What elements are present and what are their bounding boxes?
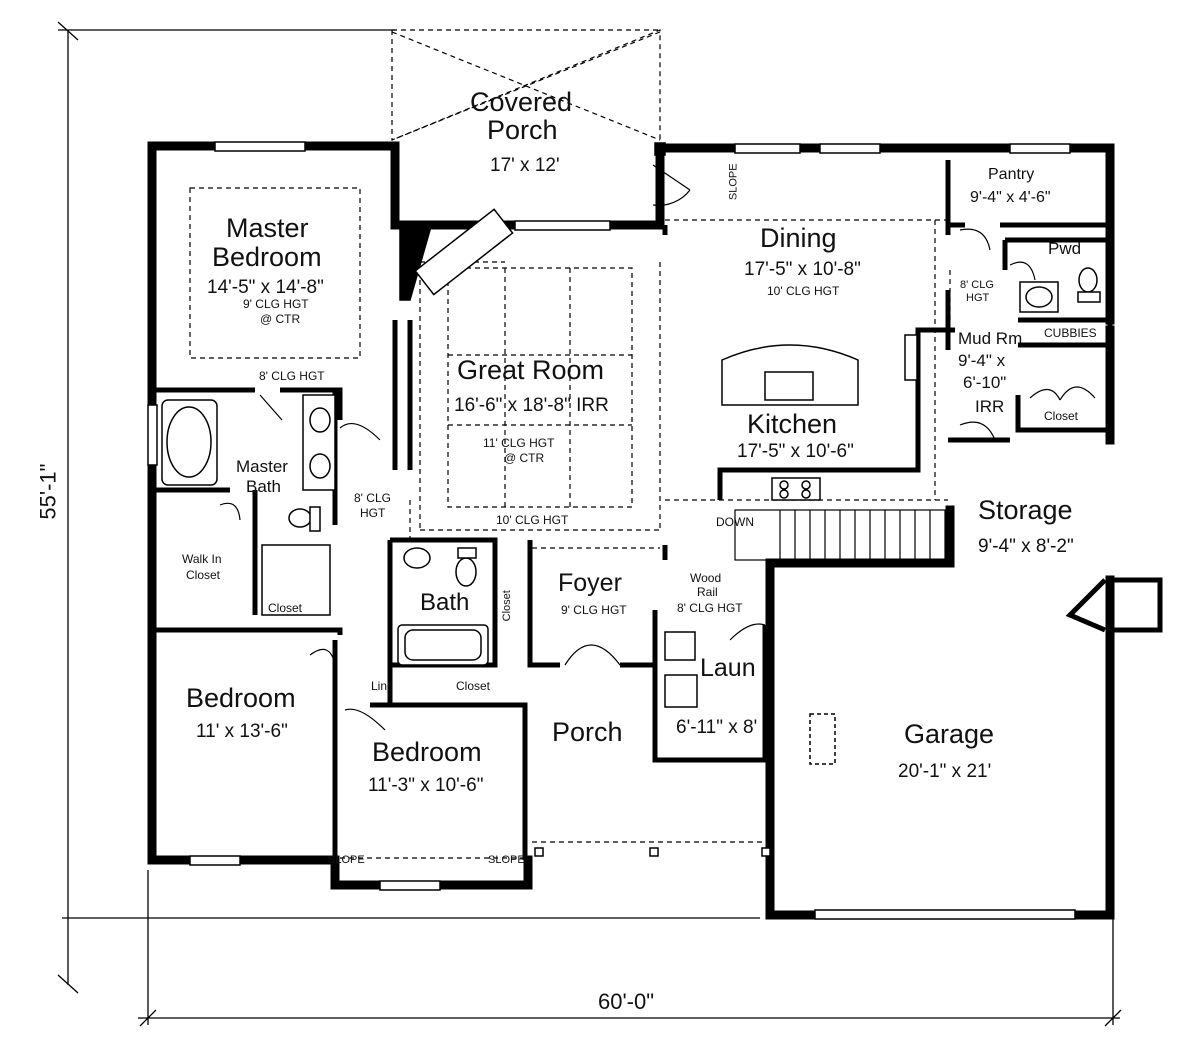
dimension-lines [57,21,1122,1027]
master-bedroom-size: 14'-5" x 14'-8" [207,277,324,298]
covered-porch-size: 17' x 12' [490,155,560,176]
garage-label: Garage [904,719,995,749]
covered-porch-label-1: Covered [470,87,573,117]
dining-slope-label: SLOPE [727,163,740,201]
kitchen-size: 17'-5" x 10'-6" [737,441,854,462]
mud-room-label: Mud Rm [958,329,1023,348]
porch-label: Porch [552,717,623,747]
great-room-size: 16'-6" x 18'-8" IRR [454,395,609,416]
width-dimension: 60'-0" [598,989,655,1014]
dashed-overlays [189,29,951,859]
covered-porch-label-2: Porch [487,115,558,145]
kitchen-label: Kitchen [747,409,838,439]
great-room-clg-lower: 10' CLG HGT [496,513,569,527]
foyer-clg: 9' CLG HGT [561,603,627,617]
pantry-label: Pantry [988,166,1035,183]
mud-closet-label: Closet [1044,409,1079,423]
dining-side-clg-2: HGT [966,292,990,304]
master-bath-clg: 8' CLG HGT [259,369,325,383]
laundry-label: Laun [700,654,756,682]
doors [219,164,1096,731]
master-bedroom-label-2: Bedroom [212,242,322,272]
cubbies-label: CUBBIES [1044,326,1097,340]
laundry-size: 6'-11" x 8' [676,717,758,738]
hall-clg-1: 8' CLG [354,491,391,505]
bedroom2-closet-label: Closet [456,679,491,693]
dining-clg: 10' CLG HGT [767,284,840,298]
mud-room-size-1: 9'-4" x [958,351,1006,370]
foyer-label: Foyer [558,569,622,597]
stairs [734,509,946,561]
fixtures [161,142,1101,857]
bath-label: Bath [420,589,470,616]
wood-rail-label-1: Wood [690,571,722,585]
height-dimension: 55'-1" [35,463,61,520]
master-bath-label-2: Bath [246,477,281,496]
mud-room-size-2: 6'-10" [963,373,1007,392]
linen-label: Lin. [371,679,391,693]
garage-size: 20'-1" x 21' [898,761,992,782]
dining-label: Dining [760,223,837,253]
storage-size: 9'-4" x 8'-2" [978,536,1074,557]
master-closet-label: Closet [268,601,303,615]
interior-walls [152,160,1163,860]
walk-in-closet-label-1: Walk In [182,552,222,566]
walk-in-closet-label-2: Closet [186,568,221,582]
great-room-label: Great Room [457,355,605,385]
great-room-clg-2: @ CTR [504,451,545,465]
windows [147,141,1076,920]
master-bedroom-clg-1: 9' CLG HGT [243,297,309,311]
master-bedroom-clg-2: @ CTR [260,312,301,326]
bedroom1-size: 11' x 13'-6" [196,721,288,742]
bedroom2-size: 11'-3" x 10'-6" [368,775,484,796]
laundry-clg: 8' CLG HGT [677,601,743,615]
master-bath-label-1: Master [236,457,288,476]
exterior-walls [147,141,1115,920]
bedroom1-label: Bedroom [186,683,296,713]
mud-room-size-3: IRR [975,397,1005,416]
stairs-down-label: DOWN [716,515,754,529]
bedroom2-label: Bedroom [372,737,482,767]
wood-rail-label-2: Rail [697,585,718,599]
pwd-label: Pwd [1048,239,1082,258]
pantry-size: 9'-4" x 4'-6" [970,189,1051,206]
bedroom2-slope-right: SLOPE [488,854,525,866]
master-bedroom-label-1: Master [226,213,309,243]
foyer-closet-label: Closet [500,590,513,622]
storage-label: Storage [978,495,1073,525]
dining-size: 17'-5" x 10'-8" [744,259,861,280]
hall-clg-2: HGT [360,506,386,520]
great-room-clg-1: 11' CLG HGT [483,436,555,450]
bedroom2-slope-left: SLOPE [328,854,365,866]
dining-side-clg-1: 8' CLG [960,279,994,291]
